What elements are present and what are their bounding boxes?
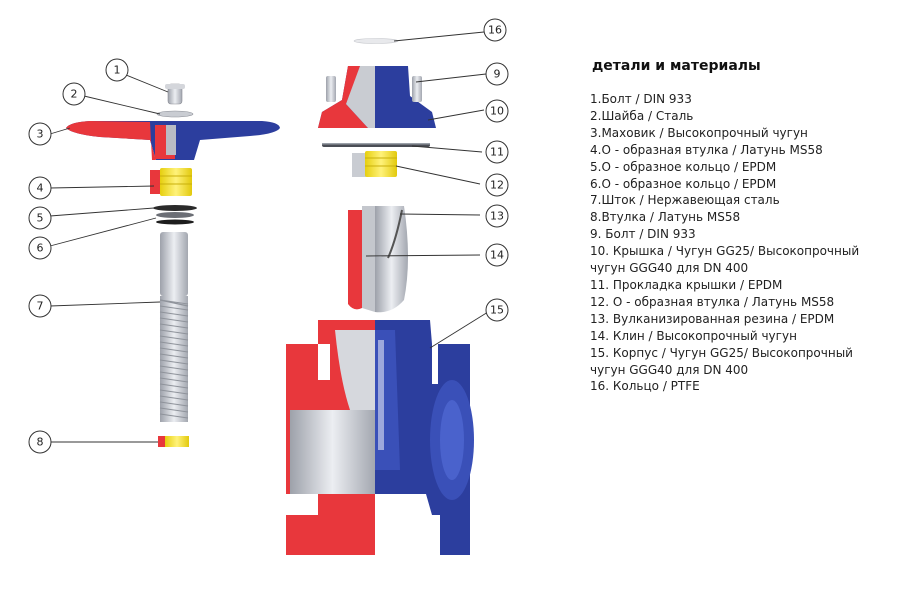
svg-text:11: 11 [490, 146, 504, 159]
svg-text:4: 4 [37, 182, 44, 195]
callout-4: 4 [28, 176, 52, 200]
legend-title: детали и материалы [592, 58, 761, 74]
valve-exploded-diagram: 1 2 3 4 5 6 7 8 9 10 11 12 13 14 15 16 [28, 18, 509, 555]
svg-text:9: 9 [494, 68, 501, 81]
svg-text:6: 6 [37, 242, 44, 255]
legend-item: 11. Прокладка крышки / EPDM [590, 277, 783, 292]
callout-circles: 1 2 3 4 5 6 7 8 9 10 11 12 13 14 15 16 [28, 18, 509, 454]
thread-line [159, 377, 189, 383]
callout-1: 1 [105, 58, 129, 82]
o-ring-parts [153, 205, 197, 225]
legend-item: 9. Болт / DIN 933 [590, 227, 696, 242]
thread-line [159, 413, 189, 419]
callout-14: 14 [485, 243, 509, 267]
sleeve-part [158, 436, 189, 447]
thread-line [159, 353, 189, 359]
legend-item: 1.Болт / DIN 933 [590, 92, 692, 106]
callout-11: 11 [485, 140, 509, 164]
callout-5: 5 [28, 206, 52, 230]
thread-line [159, 389, 189, 395]
legend-item: 6.О - образное кольцо / EPDM [590, 176, 777, 191]
thread-line [159, 317, 189, 323]
callout-15: 15 [485, 298, 509, 322]
legend-item: 2.Шайба / Сталь [590, 108, 694, 123]
legend-item: 12. О - образная втулка / Латунь MS58 [590, 294, 835, 309]
svg-text:1: 1 [114, 64, 121, 77]
legend-list: 1.Болт / DIN 933 2.Шайба / Сталь 3.Махов… [588, 91, 893, 395]
legend-item: 14. Клин / Высокопрочный чугун [590, 328, 797, 343]
callout-8: 8 [28, 430, 52, 454]
callout-7: 7 [28, 294, 52, 318]
thread-line [159, 383, 189, 389]
svg-text:8: 8 [37, 436, 44, 449]
callout-9: 9 [485, 62, 509, 86]
svg-text:7: 7 [37, 300, 44, 313]
valve-body-part [286, 320, 474, 555]
thread-line [159, 359, 189, 365]
legend-item: 10. Крышка / Чугун GG25/ Высокопрочный ч… [590, 244, 860, 276]
thread-line [159, 407, 189, 413]
callout-3: 3 [28, 122, 52, 146]
legend-item: 15. Корпус / Чугун GG25/ Высокопрочный ч… [590, 345, 853, 377]
legend-item: 16. Кольцо / PTFE [590, 379, 700, 394]
bonnet-part [318, 66, 436, 128]
svg-text:2: 2 [71, 88, 78, 101]
bolt-part [165, 83, 185, 105]
svg-text:3: 3 [37, 128, 44, 141]
callout-13: 13 [485, 204, 509, 228]
svg-text:15: 15 [490, 304, 504, 317]
thread-line [159, 371, 189, 377]
thread-line [159, 305, 189, 311]
stem-thread [159, 299, 189, 419]
legend-item: 7.Шток / Нержавеющая сталь [590, 193, 780, 208]
thread-line [159, 335, 189, 341]
legend-item: 13. Вулканизированная резина / EPDM [590, 311, 835, 326]
thread-line [159, 401, 189, 407]
callout-leaders [49, 31, 489, 443]
o-bushing-part [150, 168, 192, 196]
wedge-part [348, 206, 408, 313]
thread-line [159, 395, 189, 401]
stem-part [159, 232, 189, 422]
callout-12: 12 [485, 173, 509, 197]
parts-legend: детали и материалы 1.Болт / DIN 933 2.Ша… [588, 58, 893, 395]
svg-text:12: 12 [490, 179, 504, 192]
svg-text:5: 5 [37, 212, 44, 225]
callout-2: 2 [62, 82, 86, 106]
legend-item: 5.О - образное кольцо / EPDM [590, 159, 777, 174]
o-bushing-part-2 [352, 151, 397, 177]
callout-10: 10 [485, 99, 509, 123]
handwheel-part [66, 121, 280, 160]
ptfe-ring-part [353, 38, 399, 44]
svg-text:13: 13 [490, 210, 504, 223]
thread-line [159, 365, 189, 371]
gasket-part [322, 143, 430, 147]
svg-text:16: 16 [488, 24, 502, 37]
thread-line [159, 341, 189, 347]
legend-item: 4.О - образная втулка / Латунь MS58 [590, 142, 823, 157]
callout-16: 16 [483, 18, 507, 42]
thread-line [159, 311, 189, 317]
thread-line [159, 347, 189, 353]
thread-line [159, 299, 189, 305]
legend-item: 8.Втулка / Латунь MS58 [590, 210, 741, 225]
washer-part [156, 110, 194, 118]
svg-text:14: 14 [490, 249, 504, 262]
callout-6: 6 [28, 236, 52, 260]
thread-line [159, 329, 189, 335]
thread-line [159, 323, 189, 329]
svg-text:10: 10 [490, 105, 504, 118]
legend-item: 3.Маховик / Высокопрочный чугун [590, 125, 808, 140]
